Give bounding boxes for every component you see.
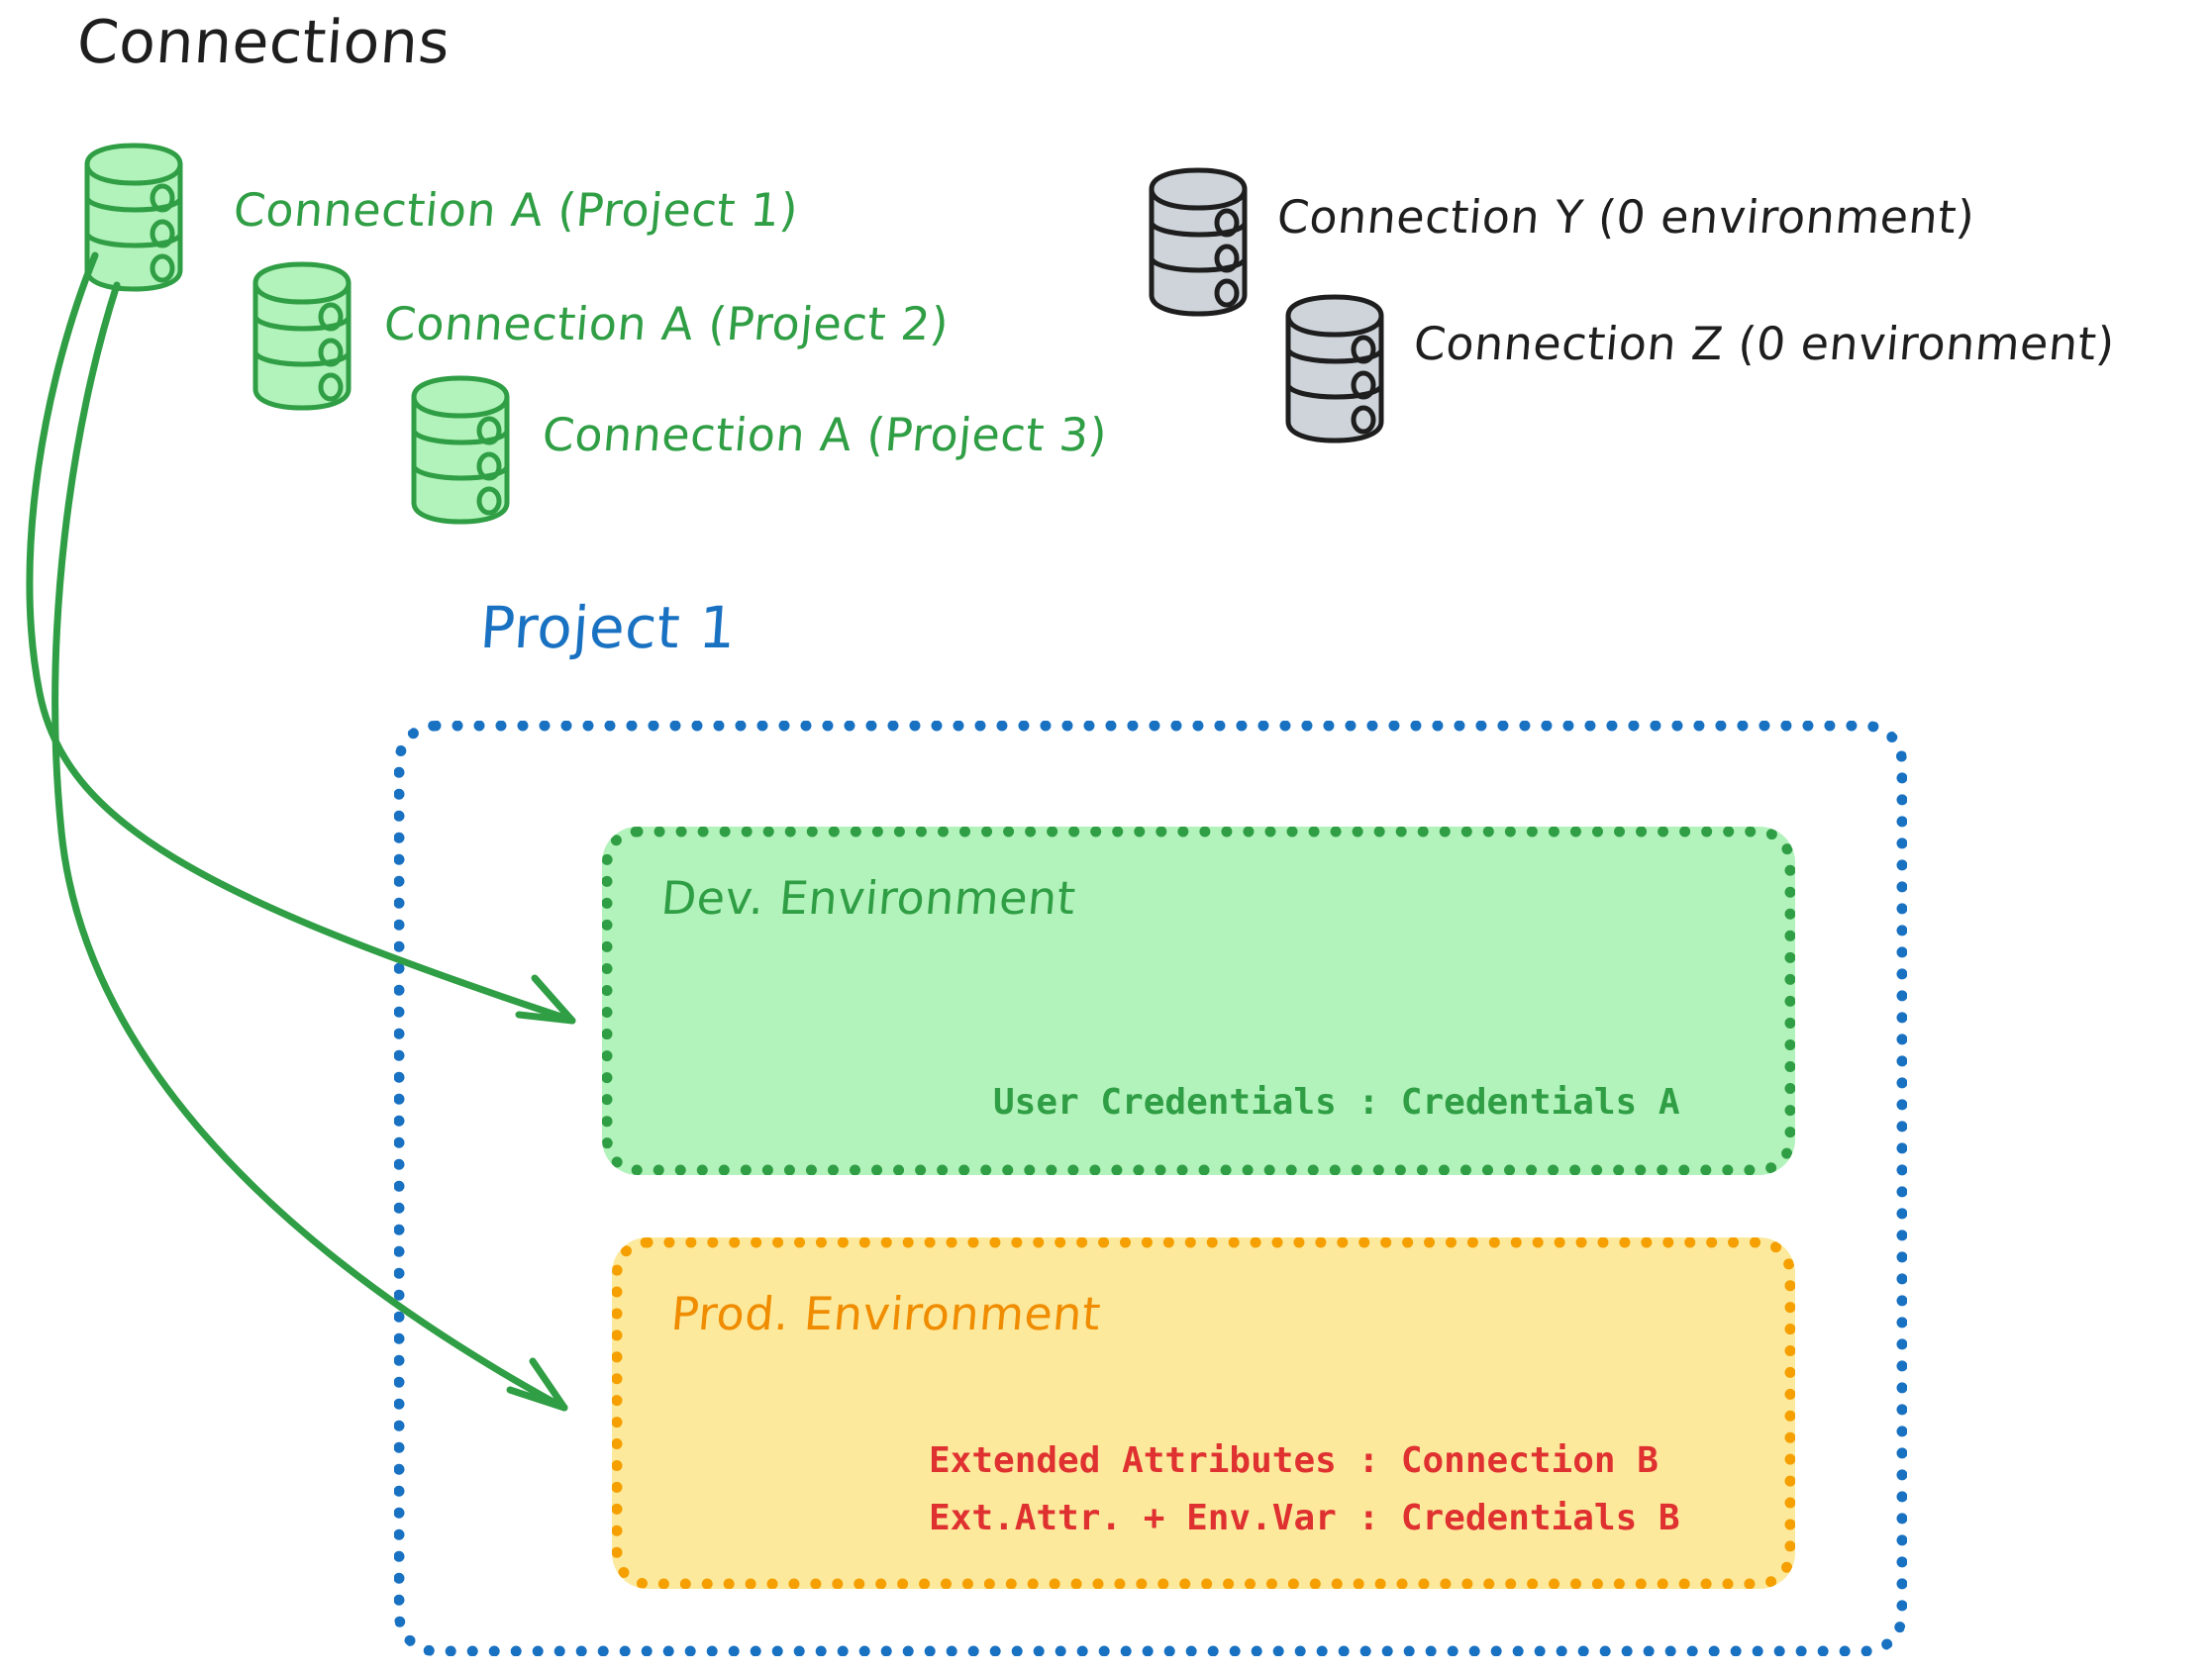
- connection-label-a-project-2: Connection A (Project 2): [381, 297, 952, 350]
- connection-label-y: Connection Y (0 environment): [1274, 190, 1977, 244]
- prod-environment-row-extended-attributes: Extended Attributes : Connection B: [929, 1440, 1659, 1481]
- connection-label-a-project-1: Connection A (Project 1): [231, 183, 801, 237]
- database-icon-connection-a-project-3[interactable]: [406, 371, 515, 530]
- database-icon-connection-a-project-1[interactable]: [79, 139, 188, 297]
- page-title-connections: Connections: [74, 8, 452, 77]
- prod-environment-box: [612, 1237, 1795, 1589]
- database-icon-connection-y[interactable]: [1144, 163, 1253, 322]
- project-title: Project 1: [477, 594, 739, 661]
- dev-environment-box: [602, 827, 1795, 1175]
- prod-environment-row-ext-attr-env-var: Ext.Attr. + Env.Var : Credentials B: [929, 1498, 1680, 1538]
- connection-label-a-project-3: Connection A (Project 3): [540, 408, 1110, 461]
- connection-label-z: Connection Z (0 environment): [1411, 317, 2118, 370]
- database-icon-connection-z[interactable]: [1280, 290, 1389, 448]
- dev-environment-row-user-credentials: User Credentials : Credentials A: [993, 1082, 1680, 1123]
- dev-environment-title: Dev. Environment: [658, 871, 1078, 925]
- database-icon-connection-a-project-2[interactable]: [248, 257, 356, 416]
- prod-environment-title: Prod. Environment: [668, 1287, 1104, 1340]
